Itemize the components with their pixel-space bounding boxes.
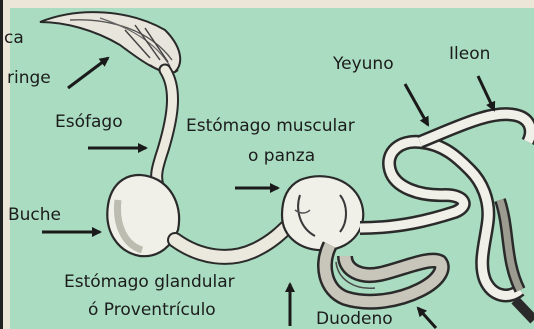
label-ileon: Ileon: [449, 44, 490, 64]
arrow-yeyuno: [405, 84, 428, 125]
label-duodeno: Duodeno: [316, 309, 393, 329]
duodenum-drawing: [325, 245, 442, 302]
intestine-drawing: [360, 114, 534, 320]
label-o-panza: o panza: [248, 146, 315, 166]
label-buche: Buche: [8, 205, 61, 225]
beak-drawing: [40, 12, 180, 73]
label-proventriculo: ó Proventrículo: [88, 300, 216, 320]
label-boca: ca: [4, 28, 24, 48]
gizzard-drawing: [282, 176, 363, 250]
arrow-faringe: [68, 58, 108, 88]
label-yeyuno: Yeyuno: [333, 54, 394, 74]
arrow-ileon: [478, 76, 494, 110]
label-faringe: ringe: [7, 68, 51, 88]
proventriculus-drawing: [175, 222, 292, 257]
label-estomago-glandular: Estómago glandular: [64, 272, 235, 292]
arrow-duodeno: [418, 308, 436, 328]
label-estomago-muscular: Estómago muscular: [186, 116, 355, 136]
esophagus-drawing: [157, 70, 173, 186]
label-esofago: Esófago: [55, 112, 123, 132]
